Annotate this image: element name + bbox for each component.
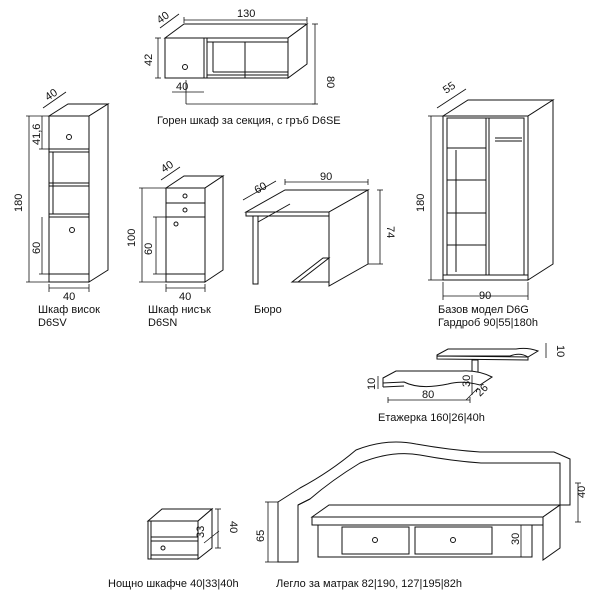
shelf-caption: Етажерка 160|26|40h	[378, 412, 485, 424]
low-cabinet-front	[165, 187, 206, 283]
low-cabinet-side-face	[204, 175, 224, 283]
tall-cabinet-knob-lower	[69, 227, 75, 233]
low-cabinet-knob-1	[182, 193, 188, 199]
bed-drawer-left	[341, 526, 410, 555]
desk-top-edge	[245, 211, 330, 217]
top-cabinet-caption: Горен шкаф за секция, с гръб D6SE	[157, 115, 341, 127]
wardrobe-caption-line1: Базов модел D6G	[438, 304, 529, 316]
shelf-lower-board	[382, 370, 493, 388]
bed-side-label: 40	[576, 486, 588, 498]
low-cabinet-knob-2	[182, 207, 188, 213]
tall-cabinet-upper-label: 41,6	[31, 124, 43, 145]
tall-cabinet-drawing: 40 41,6 180 60 40	[13, 87, 110, 303]
tall-cabinet-height-label: 180	[13, 194, 25, 212]
low-cabinet-knob-3	[173, 221, 179, 227]
wardrobe-width-label: 90	[479, 290, 491, 302]
tall-cabinet-knob-upper	[66, 134, 72, 140]
desk-width-label: 90	[320, 171, 332, 183]
low-cabinet-height-label: 100	[126, 229, 138, 247]
desk-height-label: 74	[384, 226, 396, 238]
bed-drawer-left-knob	[372, 537, 378, 543]
nightstand-depth-label: 33	[195, 526, 207, 538]
desk-left-leg	[252, 215, 259, 285]
top-cabinet-inner-label: 40	[176, 81, 188, 93]
bed-drawer-right	[414, 526, 493, 555]
tall-cabinet-depth-label: 40	[43, 87, 60, 104]
shelf-drawing: 10 10 30 26 80	[366, 343, 566, 403]
low-cabinet-depth-label: 40	[159, 159, 176, 176]
low-cabinet-width-label: 40	[179, 291, 191, 303]
bed-height-label: 65	[255, 530, 267, 542]
top-cabinet-width-label: 130	[237, 8, 255, 20]
bed-caption: Легло за матрак 82|190, 127|195|82h	[276, 578, 462, 590]
desk-depth-label: 60	[253, 180, 270, 197]
wardrobe-drawing: 55 180 90	[415, 80, 555, 302]
tall-cabinet-front	[48, 115, 90, 283]
bed-frame-rail	[311, 516, 544, 526]
tall-cabinet-caption-line2: D6SV	[38, 317, 67, 329]
desk-caption: Бюро	[254, 304, 282, 316]
bed-drawer-row	[317, 524, 533, 558]
shelf-upper-board	[436, 347, 540, 358]
top-cabinet-drawing: 40 130 42 80 40	[143, 8, 336, 105]
wardrobe-height-label: 180	[415, 194, 427, 212]
top-cabinet-total-height-label: 80	[324, 76, 336, 88]
tall-cabinet-width-label: 40	[63, 291, 75, 303]
bed-drawing: 65 40 30	[255, 441, 588, 563]
tall-cabinet-side-face	[88, 103, 109, 283]
top-cabinet-depth-label: 40	[155, 10, 172, 27]
tall-cabinet-caption-line1: Шкаф висок	[38, 304, 100, 316]
wardrobe-caption-line2: Гардроб 90|55|180h	[438, 317, 538, 329]
shelf-width-label: 80	[422, 389, 434, 401]
wardrobe-depth-label: 55	[441, 80, 458, 97]
nightstand-knob	[160, 545, 166, 551]
low-cabinet-drawing: 40 100 60 40	[126, 159, 225, 303]
top-cabinet-height-label: 42	[143, 54, 155, 66]
nightstand-height-label: 40	[227, 521, 239, 533]
top-cabinet-front	[164, 37, 289, 79]
bed-drawer-height-label: 30	[510, 533, 522, 545]
desk-foot-rest	[290, 257, 331, 283]
bed-foot-end	[542, 504, 561, 561]
bed-drawer-right-knob	[450, 537, 456, 543]
bed-mattress-top	[310, 504, 562, 518]
tall-cabinet-lower-label: 60	[31, 242, 43, 254]
bed-headboard	[277, 441, 571, 563]
shelf-left-height-label: 10	[366, 378, 378, 390]
nightstand-drawing: 33 40	[146, 507, 239, 561]
low-cabinet-caption-line2: D6SN	[148, 317, 177, 329]
top-cabinet-top-face	[163, 23, 309, 39]
shelf-mid-label: 30	[461, 375, 473, 387]
nightstand-caption: Нощно шкафче 40|33|40h	[108, 578, 239, 590]
wardrobe-side-face	[527, 99, 554, 281]
shelf-top-height-label: 10	[554, 345, 566, 357]
top-cabinet-knob	[182, 64, 188, 70]
nightstand-front	[147, 520, 199, 560]
desk-drawing: 60 90 74	[242, 171, 396, 287]
low-cabinet-lower-label: 60	[143, 243, 155, 255]
low-cabinet-caption-line1: Шкаф нисък	[148, 304, 211, 316]
